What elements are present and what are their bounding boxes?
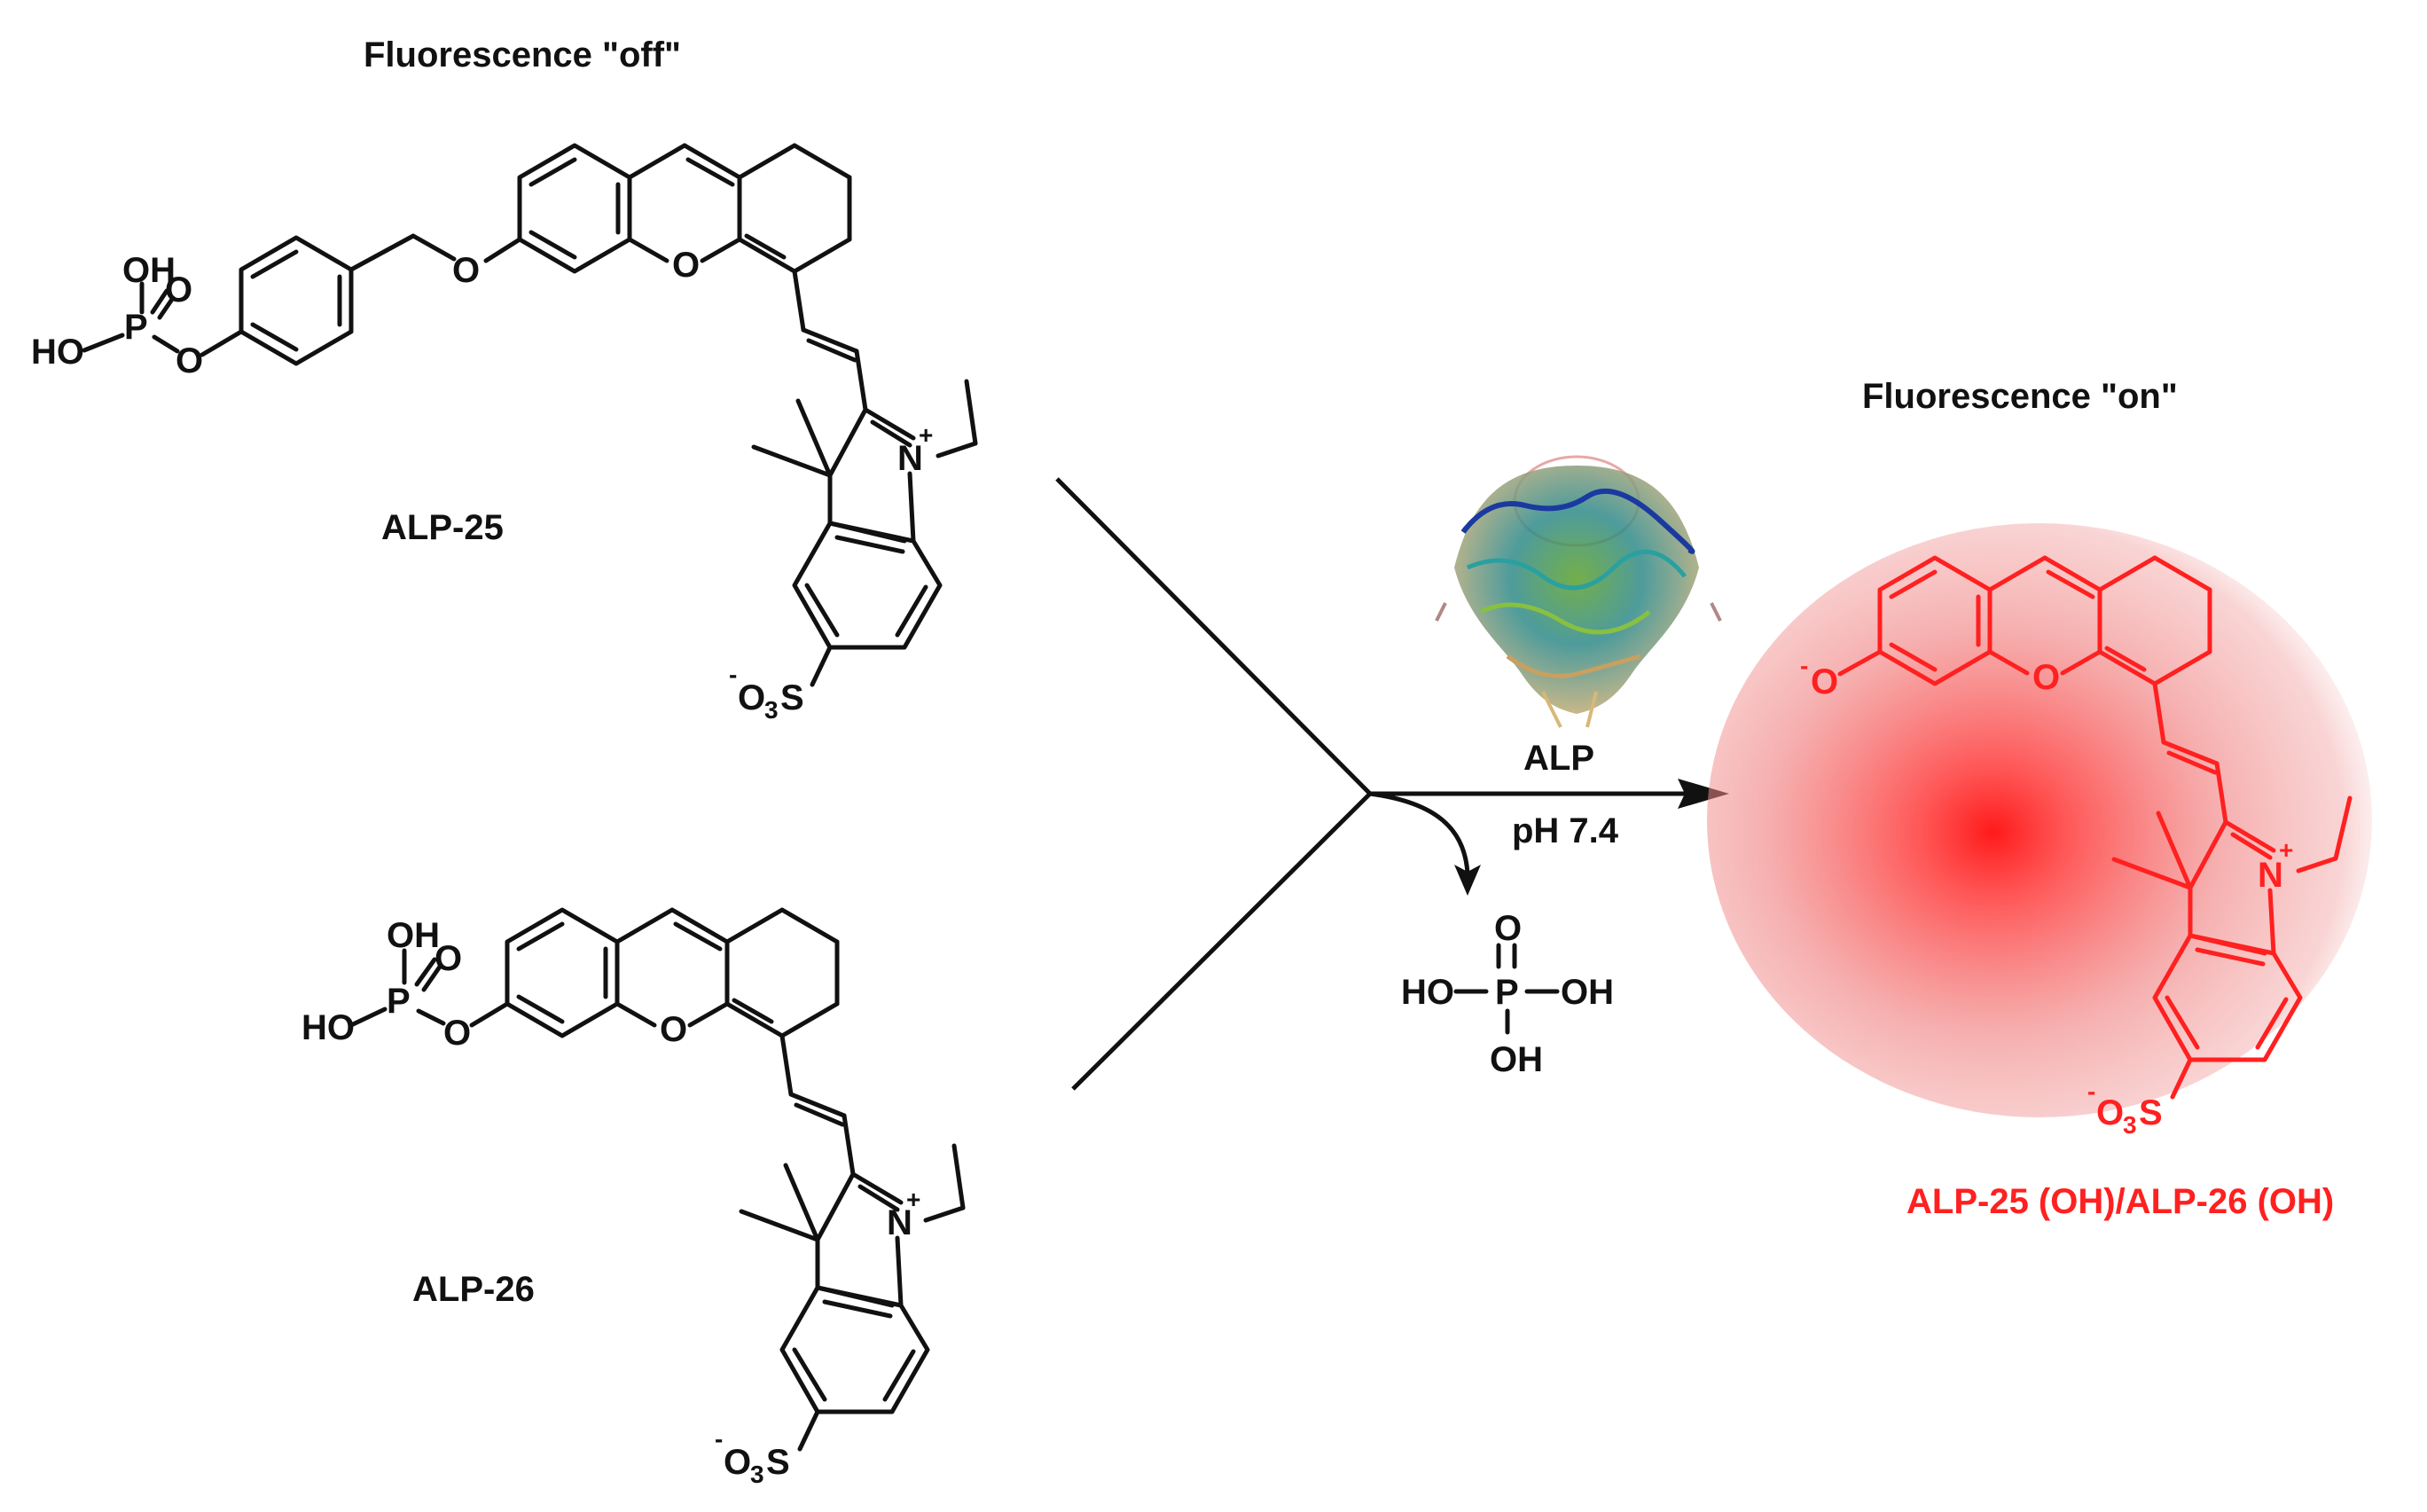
product-structure: - O O N +: [1800, 555, 2353, 1139]
atom-oh: OH: [1561, 973, 1614, 1012]
atom-ho: HO: [31, 333, 84, 372]
enzyme-label: ALP: [1523, 739, 1594, 778]
alp-25-structure: OH O P HO O O O: [31, 143, 978, 724]
charge-plus: +: [2279, 836, 2293, 864]
atom-p: P: [1495, 973, 1519, 1012]
subscript-3: 3: [764, 696, 779, 724]
charge-minus: -: [715, 1425, 723, 1453]
atom-ho: HO: [301, 1008, 355, 1047]
protein-ribbon-icon: [1435, 455, 1722, 728]
fluorescence-off-label: Fluorescence "off": [364, 35, 681, 74]
atom-s: S: [780, 678, 804, 717]
atom-o: O: [724, 1443, 751, 1482]
atom-oh: OH: [1490, 1040, 1543, 1079]
atom-s: S: [766, 1443, 790, 1482]
atom-o: O: [443, 1014, 471, 1053]
subscript-3: 3: [2123, 1111, 2137, 1139]
reaction-arrow: [1055, 477, 1729, 1091]
atom-p: P: [387, 982, 411, 1021]
atom-o: O: [1494, 909, 1522, 948]
atom-o: O: [435, 939, 462, 978]
fluorescence-glow: [1707, 523, 2372, 1117]
atom-n: N: [887, 1203, 912, 1242]
atom-o: O: [452, 251, 480, 290]
charge-minus: -: [1800, 652, 1808, 679]
product-label: ALP-25 (OH)/ALP-26 (OH): [1906, 1182, 2334, 1221]
fluorescence-on-label: Fluorescence "on": [1862, 377, 2178, 416]
phosphate-byproduct: O HO P OH OH: [1401, 909, 1614, 1079]
charge-plus: +: [906, 1186, 920, 1213]
alp-26-structure: OH O P HO O O: [301, 907, 966, 1488]
atom-ho: HO: [1401, 973, 1454, 1012]
charge-minus: -: [729, 661, 737, 688]
atom-o: O: [1811, 662, 1838, 701]
charge-minus: -: [2087, 1077, 2095, 1105]
atom-o: O: [2032, 658, 2060, 697]
atom-s: S: [2139, 1093, 2163, 1132]
alp-25-label: ALP-25: [381, 508, 504, 547]
alp-26-label: ALP-26: [412, 1270, 535, 1309]
atom-o: O: [738, 678, 765, 717]
atom-p: P: [124, 308, 148, 347]
atom-o: O: [672, 246, 700, 285]
condition-label: pH 7.4: [1512, 811, 1619, 850]
atom-oh: OH: [387, 916, 440, 955]
atom-o: O: [176, 341, 203, 380]
subscript-3: 3: [750, 1461, 764, 1488]
side-arrow-head: [1454, 865, 1481, 896]
arrow-head: [1678, 779, 1729, 809]
atom-o: O: [2096, 1093, 2124, 1132]
atom-oh: OH: [122, 251, 176, 290]
charge-plus: +: [919, 421, 933, 449]
atom-o: O: [660, 1010, 687, 1049]
